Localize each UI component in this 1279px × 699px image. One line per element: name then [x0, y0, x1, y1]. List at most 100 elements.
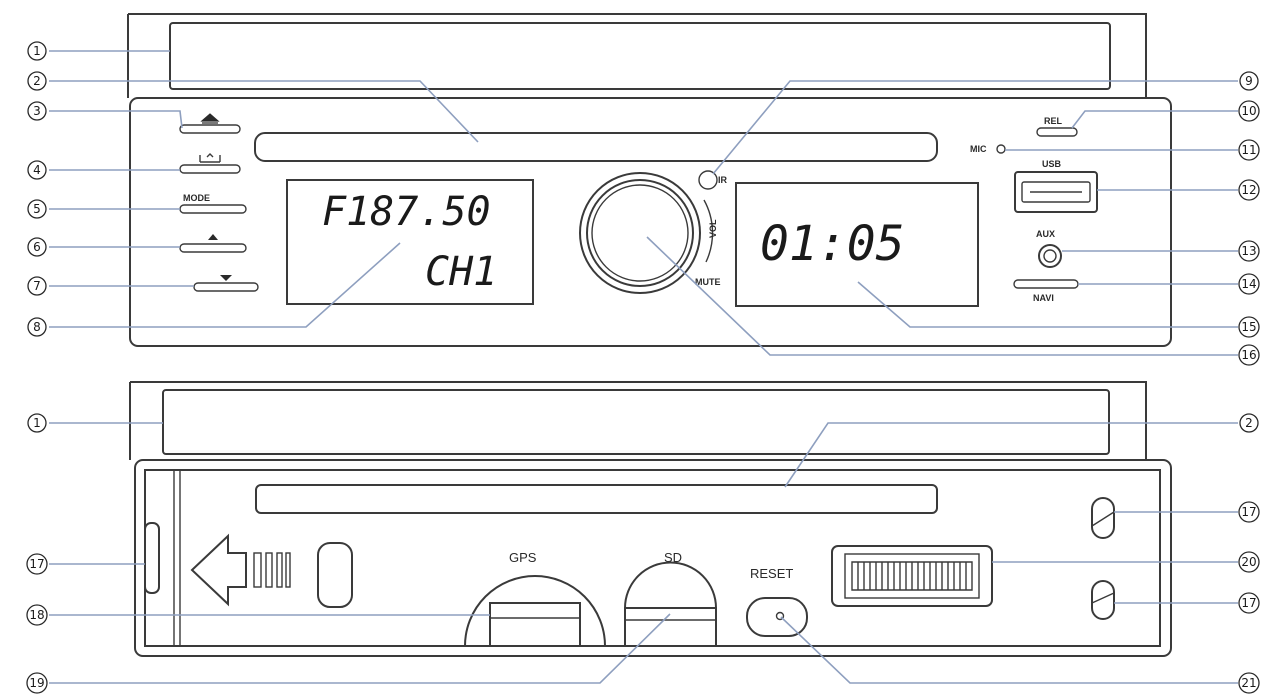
callout-14: 14 — [1238, 273, 1260, 295]
svg-text:20: 20 — [1241, 555, 1256, 569]
svg-text:1: 1 — [33, 44, 41, 58]
sd-slot[interactable] — [624, 561, 717, 647]
lcd-channel: CH1 — [425, 249, 497, 295]
reset-button[interactable] — [746, 597, 808, 637]
svg-text:14: 14 — [1241, 277, 1256, 291]
sd-label: SD — [664, 550, 682, 565]
ir-label: IR — [718, 175, 728, 185]
mode-label: MODE — [183, 193, 210, 203]
svg-text:2: 2 — [33, 74, 41, 88]
lcd-clock: 01:05 — [760, 216, 905, 272]
callout-back-19: 19 — [26, 672, 48, 694]
mounting-clip-bottom — [1091, 580, 1115, 620]
callout-3: 3 — [27, 101, 47, 121]
svg-text:5: 5 — [33, 202, 41, 216]
callout-16: 16 — [1238, 344, 1260, 366]
lcd-right — [735, 182, 979, 307]
navi-label: NAVI — [1033, 293, 1054, 303]
svg-text:18: 18 — [29, 608, 44, 622]
gps-slot[interactable] — [464, 575, 606, 647]
callout-10: 10 — [1238, 100, 1260, 122]
release-tab[interactable] — [144, 522, 160, 594]
callout-back-18: 18 — [26, 604, 48, 626]
callout-4: 4 — [27, 160, 47, 180]
front-panel: MODE F187.50 CH1 VOL MUTE IR 01:05 — [127, 13, 1172, 347]
mic-label: MIC — [970, 144, 987, 154]
callout-back-20: 20 — [1238, 551, 1260, 573]
top-flip-slot — [169, 22, 1111, 90]
up-button[interactable] — [179, 234, 247, 253]
svg-text:21: 21 — [1241, 676, 1256, 690]
navi-button[interactable] — [1013, 279, 1079, 289]
mounting-clip-top — [1091, 497, 1115, 539]
svg-text:2: 2 — [1245, 416, 1253, 430]
back-disc-slot — [255, 484, 938, 514]
faceplate — [129, 97, 1172, 347]
down-button[interactable] — [193, 275, 259, 292]
back-oval-button[interactable] — [317, 542, 353, 608]
rel-label: REL — [1044, 116, 1063, 126]
mode-button[interactable]: MODE — [179, 193, 247, 214]
rel-button[interactable] — [1036, 127, 1078, 137]
svg-text:13: 13 — [1241, 244, 1256, 258]
svg-text:11: 11 — [1241, 143, 1256, 157]
ir-sensor — [698, 170, 718, 190]
svg-text:9: 9 — [1245, 74, 1253, 88]
aux-label: AUX — [1036, 229, 1055, 239]
svg-text:17: 17 — [1241, 505, 1256, 519]
callout-back-21: 21 — [1238, 672, 1260, 694]
eject-button[interactable] — [179, 113, 241, 134]
reset-label: RESET — [750, 566, 793, 581]
callout-back-17-left: 17 — [26, 553, 48, 575]
svg-text:15: 15 — [1241, 320, 1256, 334]
band-button[interactable] — [179, 153, 241, 174]
usb-port[interactable] — [1014, 171, 1098, 213]
back-leaders — [49, 422, 1238, 684]
mute-label: MUTE — [695, 277, 721, 287]
callout-back-2: 2 — [1239, 413, 1259, 433]
disc-slot — [254, 132, 938, 162]
callout-12: 12 — [1238, 179, 1260, 201]
eject-icon — [200, 113, 220, 124]
band-icon — [199, 153, 221, 163]
back-top-slot — [162, 389, 1110, 455]
svg-text:8: 8 — [33, 320, 41, 334]
callout-7: 7 — [27, 276, 47, 296]
svg-text:3: 3 — [33, 104, 41, 118]
vol-label: VOL — [708, 219, 718, 238]
callout-11: 11 — [1238, 139, 1260, 161]
down-arrow-icon — [220, 275, 232, 281]
svg-text:1: 1 — [33, 416, 41, 430]
svg-text:17: 17 — [29, 557, 44, 571]
callout-back-17-top: 17 — [1238, 501, 1260, 523]
lcd-left — [286, 179, 534, 305]
back-plate — [134, 459, 1172, 657]
callout-9: 9 — [1239, 71, 1259, 91]
release-arrow-icon — [190, 533, 291, 607]
volume-knob[interactable]: VOL MUTE — [579, 172, 721, 294]
aux-jack[interactable] — [1038, 244, 1062, 268]
callout-8: 8 — [27, 317, 47, 337]
rear-connector — [831, 545, 993, 607]
gps-label: GPS — [509, 550, 537, 565]
back-callouts: 1 17 18 19 2 17 20 17 21 — [26, 413, 1260, 694]
callout-5: 5 — [27, 199, 47, 219]
front-leaders — [49, 50, 1238, 356]
usb-label: USB — [1042, 159, 1062, 169]
front-callouts: 1 2 3 4 5 6 7 8 9 10 11 12 13 14 15 16 — [27, 41, 1260, 366]
svg-text:19: 19 — [29, 676, 44, 690]
callout-15: 15 — [1238, 316, 1260, 338]
callout-1: 1 — [27, 41, 47, 61]
callout-13: 13 — [1238, 240, 1260, 262]
svg-text:12: 12 — [1241, 183, 1256, 197]
mic-hole — [996, 144, 1006, 154]
svg-text:17: 17 — [1241, 596, 1256, 610]
svg-text:7: 7 — [33, 279, 41, 293]
callout-back-1: 1 — [27, 413, 47, 433]
callout-2: 2 — [27, 71, 47, 91]
lcd-frequency: F187.50 — [322, 189, 491, 235]
svg-text:4: 4 — [33, 163, 41, 177]
up-arrow-icon — [208, 234, 218, 240]
svg-text:6: 6 — [33, 240, 41, 254]
